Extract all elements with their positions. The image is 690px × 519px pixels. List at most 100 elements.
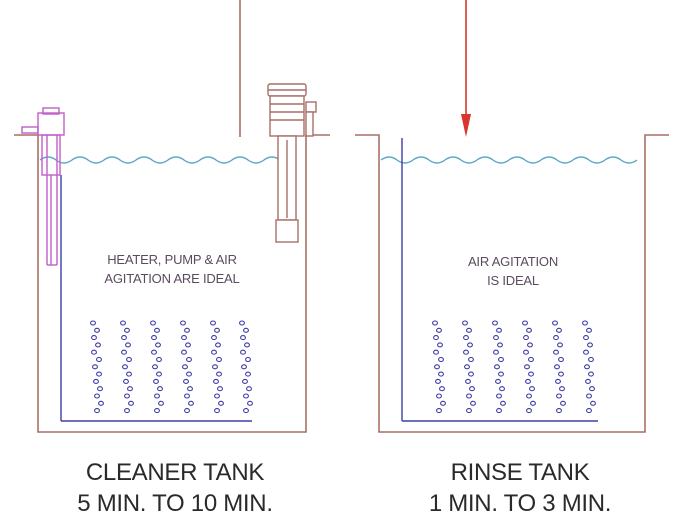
air-bubble <box>552 320 558 326</box>
air-bubble <box>121 349 127 355</box>
air-bubble <box>128 400 134 406</box>
cleaner-tank-bubbles <box>90 320 253 414</box>
air-bubble <box>214 393 220 399</box>
air-bubble <box>439 386 445 392</box>
air-bubble <box>436 327 442 333</box>
air-bubble <box>436 393 442 399</box>
air-bubble <box>96 356 102 363</box>
air-bubble <box>98 400 104 406</box>
air-bubble <box>586 393 592 399</box>
air-bubble <box>245 371 251 377</box>
air-bubble <box>150 320 156 326</box>
rinse-tank-water-surface <box>380 156 638 164</box>
air-bubble <box>240 335 246 341</box>
air-bubble <box>96 371 102 377</box>
air-bubble <box>497 342 503 348</box>
air-bubble <box>583 335 589 341</box>
air-bubble <box>120 320 126 326</box>
air-bubble <box>124 408 130 414</box>
air-bubble <box>247 400 253 406</box>
rinse-tank-wall <box>355 134 669 433</box>
air-bubble <box>523 349 529 355</box>
air-bubble <box>470 400 476 406</box>
air-bubble <box>463 349 469 355</box>
air-bubble <box>123 378 129 384</box>
air-bubble <box>526 327 532 333</box>
pump-icon <box>267 83 317 243</box>
rinse-tank <box>355 134 669 433</box>
air-bubble <box>211 349 217 355</box>
air-bubble <box>586 408 592 414</box>
rinse-tank-note: AIR AGITATION IS IDEAL <box>403 252 623 290</box>
air-bubble <box>498 371 504 377</box>
air-bubble <box>239 320 245 326</box>
air-bubble <box>127 386 133 392</box>
air-bubble <box>590 400 596 406</box>
air-bubble <box>218 400 224 406</box>
air-bubble <box>95 342 101 348</box>
air-bubble <box>462 320 468 326</box>
air-bubble <box>94 393 100 399</box>
air-bubble <box>154 408 160 414</box>
air-bubble <box>157 386 163 392</box>
air-bubble <box>122 364 128 370</box>
heater-icon <box>21 107 65 266</box>
air-bubble <box>529 386 535 392</box>
air-bubble <box>559 386 565 392</box>
air-bubble <box>526 408 532 414</box>
air-bubble <box>184 327 190 333</box>
air-bubble <box>181 335 187 341</box>
air-bubble <box>245 356 251 363</box>
air-bubble <box>217 386 223 392</box>
air-bubble <box>468 356 474 363</box>
air-bubble <box>243 408 249 414</box>
air-bubble <box>498 356 504 363</box>
cleaner-tank-note-line1: HEATER, PUMP & AIR <box>107 252 237 267</box>
air-bubble <box>91 349 97 355</box>
air-bubble <box>493 335 499 341</box>
cleaner-tank-caption: CLEANER TANK 5 MIN. TO 10 MIN. <box>20 457 330 519</box>
air-bubble <box>558 356 564 363</box>
air-bubble <box>582 320 588 326</box>
air-bubble <box>151 335 157 341</box>
air-bubble <box>466 408 472 414</box>
rinse-tank-note-line1: AIR AGITATION <box>467 254 559 269</box>
air-bubble <box>436 408 442 414</box>
air-bubble <box>558 371 564 377</box>
rinse-tank-title: RINSE TANK <box>450 459 590 486</box>
rinse-inflow-arrow-icon <box>461 0 471 137</box>
air-bubble <box>555 378 561 384</box>
air-bubble <box>525 378 531 384</box>
air-bubble <box>214 408 220 414</box>
air-bubble <box>522 320 528 326</box>
air-bubble <box>588 371 594 377</box>
air-bubble <box>210 320 216 326</box>
air-bubble <box>244 342 250 348</box>
air-bubble <box>526 393 532 399</box>
air-bubble <box>523 335 529 341</box>
air-bubble <box>554 364 560 370</box>
rinse-tank-duration: 1 MIN. TO 3 MIN. <box>428 490 612 517</box>
rinse-tank-caption: RINSE TANK 1 MIN. TO 3 MIN. <box>360 457 680 519</box>
air-bubble <box>121 335 127 341</box>
air-bubble <box>466 393 472 399</box>
air-bubble <box>156 371 162 377</box>
air-bubble <box>433 349 439 355</box>
air-bubble <box>216 371 222 377</box>
air-bubble <box>440 400 446 406</box>
rinse-tank-note-line2: IS IDEAL <box>487 273 539 288</box>
air-bubble <box>496 327 502 333</box>
air-bubble <box>466 327 472 333</box>
air-bubble <box>528 356 534 363</box>
rinse-tank-bubbles <box>432 320 596 414</box>
cleaner-tank-note: HEATER, PUMP & AIR AGITATION ARE IDEAL <box>62 250 282 288</box>
air-bubble <box>530 400 536 406</box>
air-bubble <box>91 335 97 341</box>
air-bubble <box>496 393 502 399</box>
air-bubble <box>524 364 530 370</box>
air-bubble <box>496 408 502 414</box>
air-bubble <box>585 378 591 384</box>
air-bubble <box>154 327 160 333</box>
air-bubble <box>125 342 131 348</box>
